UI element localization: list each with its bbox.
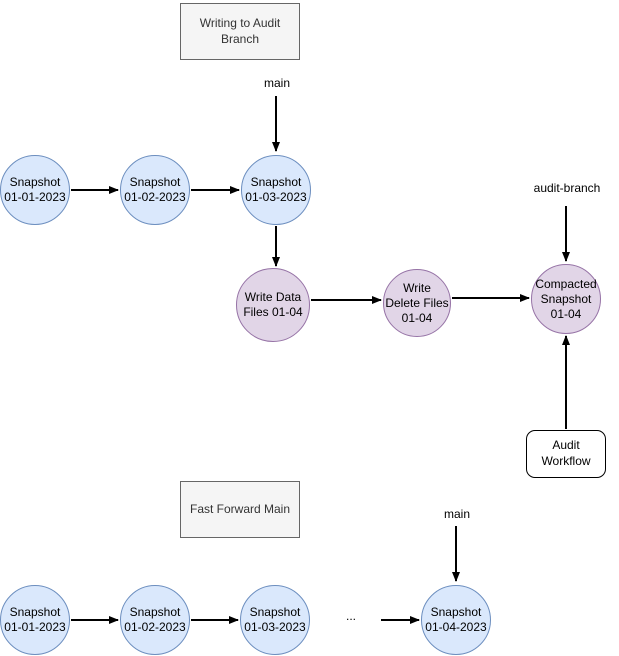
- audit-workflow-box: Audit Workflow: [526, 430, 606, 478]
- arrow-snapshot03-to-write-data-files: [275, 226, 277, 266]
- arrow-snapshot02-to-snapshot03-bottom: [191, 619, 238, 621]
- arrow-write-data-to-write-delete: [311, 299, 381, 301]
- arrow-main-to-snapshot-04: [455, 526, 457, 581]
- section-title-writing-to-audit-branch: Writing to Audit Branch: [180, 3, 300, 60]
- arrow-ellipsis-to-snapshot04: [381, 619, 419, 621]
- branch-label-main-bottom: main: [443, 507, 470, 521]
- branch-label-audit-branch: audit-branch: [533, 181, 601, 195]
- arrow-audit-workflow-to-compacted: [565, 336, 567, 429]
- snapshot-node-01-03-bottom: Snapshot 01-03-2023: [240, 585, 310, 655]
- snapshot-node-01-02-top: Snapshot 01-02-2023: [120, 155, 190, 225]
- arrow-audit-branch-to-compacted: [565, 206, 567, 261]
- ellipsis-label: ...: [345, 609, 356, 623]
- arrow-write-delete-to-compacted: [452, 297, 529, 299]
- arrow-main-to-snapshot-03: [275, 96, 277, 151]
- write-data-files-node: Write Data Files 01-04: [236, 268, 310, 342]
- snapshot-node-01-03-top: Snapshot 01-03-2023: [241, 155, 311, 225]
- arrow-snapshot01-to-snapshot02-bottom: [71, 619, 118, 621]
- snapshot-node-01-02-bottom: Snapshot 01-02-2023: [120, 585, 190, 655]
- arrow-snapshot01-to-snapshot02-top: [71, 189, 118, 191]
- snapshot-node-01-01-top: Snapshot 01-01-2023: [0, 155, 70, 225]
- section-title-fast-forward-main: Fast Forward Main: [180, 481, 300, 538]
- snapshot-node-01-04-bottom: Snapshot 01-04-2023: [421, 585, 491, 655]
- snapshot-node-01-01-bottom: Snapshot 01-01-2023: [0, 585, 70, 655]
- arrow-snapshot02-to-snapshot03-top: [191, 189, 239, 191]
- compacted-snapshot-node: Compacted Snapshot 01-04: [531, 264, 601, 334]
- branch-label-main-top: main: [263, 76, 290, 90]
- write-delete-files-node: Write Delete Files 01-04: [383, 269, 451, 337]
